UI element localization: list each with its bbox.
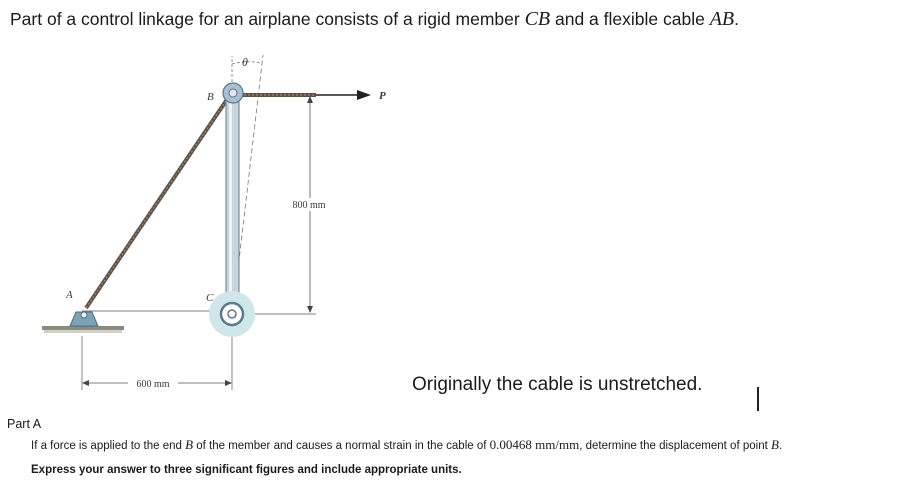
strain-value: 0.00468 — [489, 437, 532, 452]
pin-a — [80, 311, 88, 319]
theta-label: θ — [242, 55, 248, 69]
text-cursor — [757, 387, 759, 411]
theta-arc — [231, 61, 261, 65]
point-a-label: A — [65, 289, 73, 301]
question-text-4: . — [778, 440, 783, 452]
pin-c-inner — [227, 309, 237, 319]
question-point-end: B — [770, 437, 779, 452]
part-a-heading: Part A — [7, 417, 42, 431]
cable-label: AB — [709, 8, 735, 30]
dim-600-arrow-left — [82, 380, 89, 386]
question-point: B — [185, 437, 194, 452]
member-label: CB — [524, 8, 551, 30]
unstretched-note: Originally the cable is unstretched. — [412, 374, 703, 395]
part-a-question: If a force is applied to the end B of th… — [31, 437, 782, 453]
ground-support — [42, 326, 124, 333]
force-label: P — [379, 90, 386, 102]
intro-text-end: . — [734, 9, 739, 29]
dim-800-arrow-bottom — [307, 306, 313, 313]
answer-instruction: Express your answer to three significant… — [31, 464, 462, 476]
problem-statement: Part of a control linkage for an airplan… — [10, 8, 739, 31]
point-b-label: B — [207, 91, 214, 103]
intro-text-middle: and a flexible cable — [550, 9, 710, 29]
dim-600-arrow-right — [225, 380, 232, 386]
question-text-1: If a force is applied to the end — [31, 440, 186, 452]
dim-vertical-label: 800 mm — [292, 200, 325, 211]
pin-b-inner — [228, 88, 238, 98]
bracket-a — [69, 311, 99, 327]
dim-horizontal-label: 600 mm — [136, 379, 169, 390]
dim-800-arrow-top — [307, 96, 313, 103]
cable-ab — [84, 96, 230, 310]
force-arrow-head — [357, 90, 371, 100]
strain-unit: mm/mm — [531, 437, 580, 452]
question-text-3: , determine the displacement of point — [579, 440, 771, 452]
intro-text-start: Part of a control linkage for an airplan… — [10, 9, 525, 29]
point-c-label: C — [206, 292, 214, 304]
question-text-2: of the member and causes a normal strain… — [193, 440, 490, 452]
rigid-member-cb — [225, 95, 240, 311]
